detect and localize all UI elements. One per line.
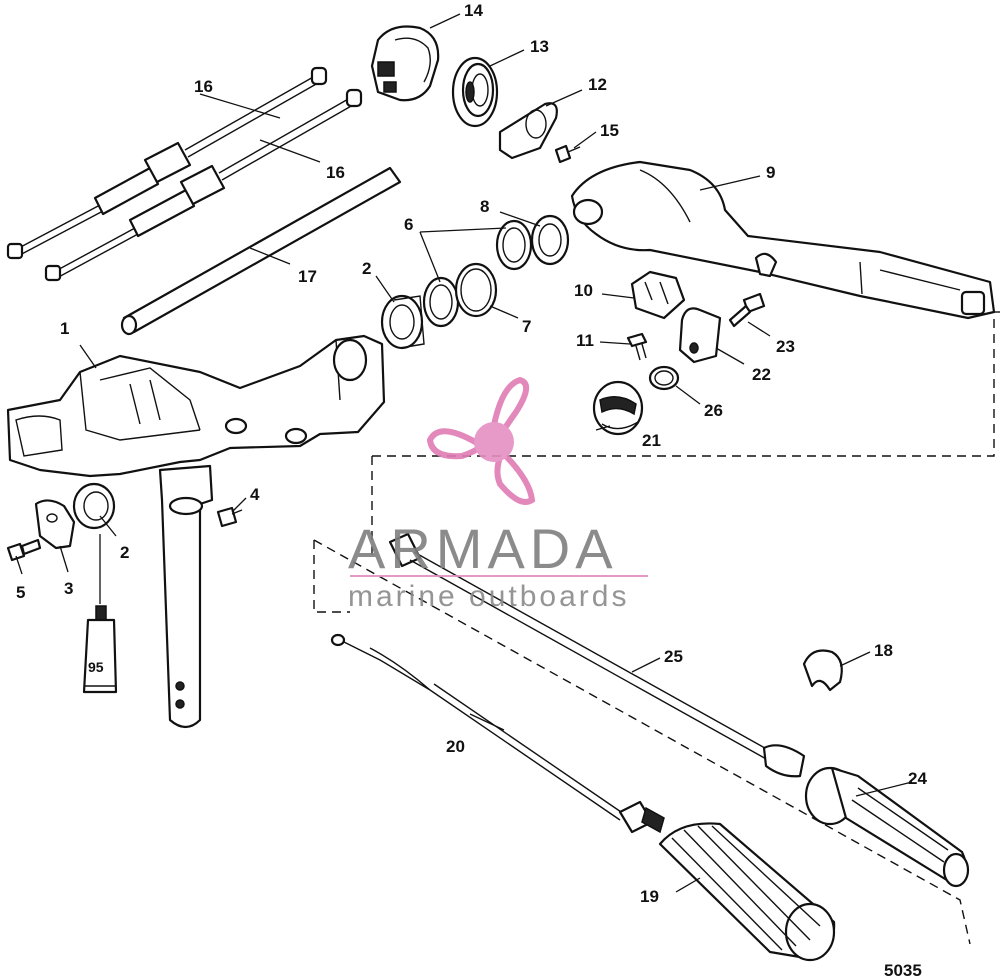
callout-23: 23 bbox=[776, 337, 795, 356]
watermark-tagline: marine outboards bbox=[348, 580, 629, 613]
callout-2-upper: 2 bbox=[362, 259, 371, 278]
part-11-screw bbox=[626, 332, 648, 361]
callout-16-lower: 16 bbox=[326, 163, 345, 182]
part-15-screw bbox=[554, 144, 581, 164]
part-9-tiller-arm bbox=[570, 160, 996, 320]
callout-13: 13 bbox=[530, 37, 549, 56]
part-26-clip bbox=[648, 365, 680, 391]
callout-25: 25 bbox=[664, 647, 683, 666]
watermark-brand: ARMADA bbox=[348, 517, 618, 580]
part-6-washer-b bbox=[422, 276, 460, 328]
part-2-bushing-lower bbox=[72, 482, 116, 530]
part-22-block bbox=[678, 307, 722, 364]
callout-9: 9 bbox=[766, 163, 775, 182]
part-17-rod bbox=[120, 166, 402, 336]
part-14-bracket bbox=[370, 25, 440, 102]
callout-12: 12 bbox=[588, 75, 607, 94]
callout-6: 6 bbox=[404, 215, 413, 234]
part-23-bolt bbox=[728, 292, 766, 328]
part-1-mount-bracket bbox=[6, 334, 386, 478]
part-13-disc bbox=[451, 56, 499, 128]
figure-number: 5035 bbox=[884, 961, 922, 979]
callout-26: 26 bbox=[704, 401, 723, 420]
callout-7: 7 bbox=[522, 317, 531, 336]
callout-2-lower: 2 bbox=[120, 543, 129, 562]
callout-19: 19 bbox=[640, 887, 659, 906]
part-5-bolt bbox=[6, 538, 42, 562]
part-16-strut-upper bbox=[6, 66, 328, 260]
callout-4: 4 bbox=[250, 485, 260, 504]
part-21-knob bbox=[592, 380, 644, 436]
leader-lines bbox=[15, 13, 913, 893]
armada-watermark: ARMADA marine outboards bbox=[348, 376, 648, 613]
callout-5: 5 bbox=[16, 583, 25, 602]
callout-15: 15 bbox=[600, 121, 619, 140]
part-24-throttle-tube bbox=[804, 766, 970, 888]
callout-24: 24 bbox=[908, 769, 927, 788]
part-18-c-clip bbox=[802, 649, 843, 692]
part-20-harness bbox=[330, 633, 665, 834]
part-4-fitting bbox=[216, 506, 243, 528]
callout-3: 3 bbox=[64, 579, 73, 598]
callout-17: 17 bbox=[298, 267, 317, 286]
part-16-strut-lower bbox=[44, 88, 363, 282]
callout-labels: 1 2 2 3 4 5 6 7 8 9 10 11 12 13 14 15 16… bbox=[16, 1, 927, 979]
part-10-clip bbox=[630, 270, 686, 320]
callout-20: 20 bbox=[446, 737, 465, 756]
part-8-washer bbox=[530, 214, 570, 266]
part-6-washer-a bbox=[495, 219, 533, 271]
part-19-grip bbox=[658, 822, 836, 962]
part-25-cable bbox=[388, 532, 806, 778]
tube-label: 95 bbox=[88, 659, 104, 675]
callout-11: 11 bbox=[576, 331, 594, 350]
part-95-lube-tube: 95 bbox=[82, 605, 118, 694]
steering-shaft bbox=[158, 464, 214, 729]
callout-1: 1 bbox=[60, 319, 69, 338]
callout-22: 22 bbox=[752, 365, 771, 384]
part-2-bushing-upper bbox=[380, 294, 425, 350]
assembly-outline bbox=[313, 311, 1000, 945]
callout-14: 14 bbox=[464, 1, 483, 20]
callout-16-upper: 16 bbox=[194, 77, 213, 96]
part-3-lock-plate bbox=[34, 499, 76, 550]
callout-18: 18 bbox=[874, 641, 893, 660]
part-12-plate bbox=[498, 102, 558, 160]
callout-8: 8 bbox=[480, 197, 489, 216]
part-7-ring bbox=[454, 262, 498, 318]
callout-21: 21 bbox=[642, 431, 661, 450]
armada-propeller-logo bbox=[426, 376, 536, 505]
callout-10: 10 bbox=[574, 281, 593, 300]
